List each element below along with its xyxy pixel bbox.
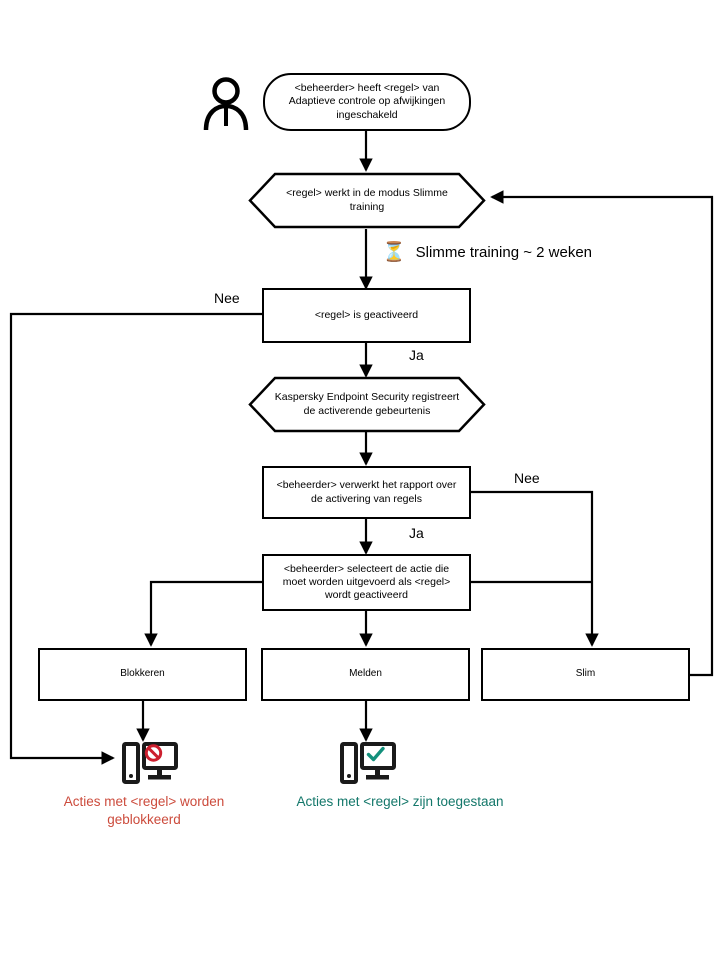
node-start[interactable]: <beheerder> heeft <regel> van Adaptieve … <box>263 73 471 131</box>
node-registers-event[interactable]: Kaspersky Endpoint Security registreert … <box>248 376 486 433</box>
node-block[interactable]: Blokkeren <box>38 648 247 701</box>
node-block-label: Blokkeren <box>120 668 165 680</box>
monitor-allowed-glyph <box>340 742 396 784</box>
node-start-label: <beheerder> heeft <regel> van Adaptieve … <box>288 82 446 121</box>
node-select-action[interactable]: <beheerder> selecteert de actie die moet… <box>262 554 471 611</box>
hexagon-shape <box>248 376 486 433</box>
annotation-smart-training-duration: ⏳ Slimme training ~ 2 weken <box>382 243 592 262</box>
node-smart[interactable]: Slim <box>481 648 690 701</box>
node-notify-label: Melden <box>349 668 382 680</box>
edge-label-yes-report: Ja <box>409 525 424 541</box>
node-rule-triggered-label: <regel> is geactiveerd <box>314 308 419 321</box>
node-select-action-label: <beheerder> selecteert de actie die moet… <box>282 562 451 602</box>
caption-allowed: Acties met <regel> zijn toegestaan <box>296 794 504 809</box>
person-icon <box>203 77 249 131</box>
edge-smart-back-to-smart-training <box>490 190 714 677</box>
monitor-allowed-icon <box>340 742 396 791</box>
edge-select-action-to-block <box>144 580 262 647</box>
edge-label-yes-trigger: Ja <box>409 347 424 363</box>
edge-rule-not-triggered-to-blocked <box>9 312 262 765</box>
caption-blocked: Acties met <regel> worden geblokkeerd <box>63 794 225 828</box>
monitor-blocked-icon <box>122 742 178 791</box>
annotation-text: Slimme training ~ 2 weken <box>415 244 593 261</box>
edge-label-no-right: Nee <box>514 470 540 486</box>
node-rule-triggered[interactable]: <regel> is geactiveerd <box>262 288 471 343</box>
node-notify[interactable]: Melden <box>261 648 470 701</box>
node-smart-label: Slim <box>575 668 596 680</box>
node-process-report-label: <beheerder> verwerkt het rapport over de… <box>276 479 457 505</box>
node-process-report[interactable]: <beheerder> verwerkt het rapport over de… <box>262 466 471 519</box>
node-smart-training-label: <regel> werkt in de modus Slimme trainin… <box>286 187 448 213</box>
actor-person <box>202 76 250 137</box>
hourglass-icon: ⏳ <box>382 242 406 263</box>
node-registers-event-label: Kaspersky Endpoint Security registreert … <box>274 391 460 417</box>
edge-process-report-no-to-smart <box>470 490 599 647</box>
node-smart-training[interactable]: <regel> werkt in de modus Slimme trainin… <box>248 172 486 229</box>
monitor-blocked-glyph <box>122 742 178 784</box>
hexagon-shape <box>248 172 486 229</box>
edge-label-no-left: Nee <box>214 290 240 306</box>
